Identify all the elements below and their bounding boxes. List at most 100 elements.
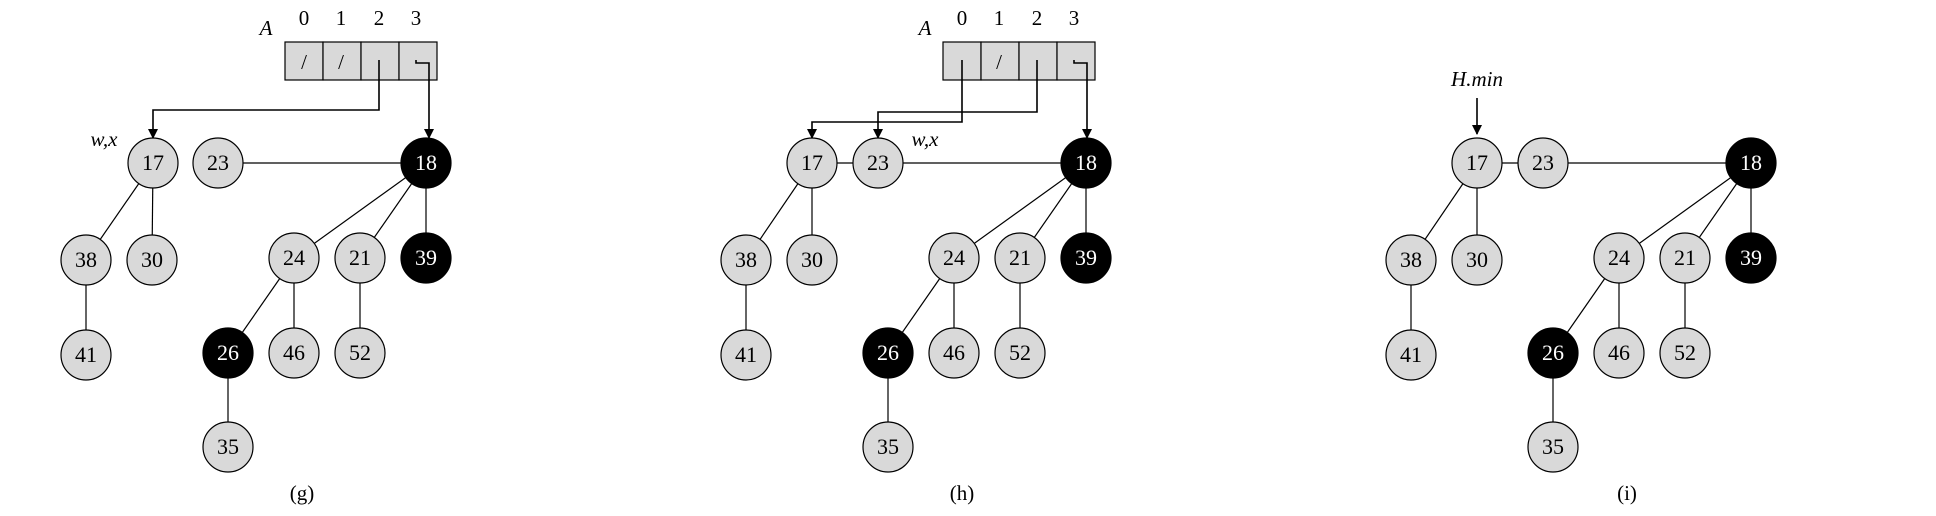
- svg-text:46: 46: [943, 340, 965, 365]
- tree-node: 52: [994, 327, 1046, 379]
- tree-node: 24: [268, 232, 320, 284]
- svg-text:38: 38: [75, 247, 97, 272]
- tree-node: 52: [1659, 327, 1711, 379]
- tree-node: 21: [1659, 232, 1711, 284]
- svg-text:21: 21: [1674, 245, 1696, 270]
- tree-node: 35: [202, 421, 254, 473]
- array-index-1: 1: [994, 6, 1005, 30]
- tree-node: 39: [400, 232, 452, 284]
- tree-node: 41: [60, 329, 112, 381]
- tree-node: 30: [786, 234, 838, 286]
- pointer-arrow-a3: [415, 60, 434, 139]
- svg-text:18: 18: [1740, 150, 1762, 175]
- svg-text:39: 39: [1075, 245, 1097, 270]
- tree-edges: [745, 162, 1087, 447]
- svg-text:21: 21: [1009, 245, 1031, 270]
- tree-node: 26: [202, 327, 254, 379]
- svg-text:24: 24: [1608, 245, 1630, 270]
- tree-node: 21: [334, 232, 386, 284]
- svg-text:38: 38: [735, 247, 757, 272]
- tree-node: 38: [60, 234, 112, 286]
- svg-text:26: 26: [217, 340, 239, 365]
- edge: [1618, 162, 1752, 259]
- tree-nodes: 17 23 18 38 30 24 21 39 41 26 46 52 35: [720, 137, 1112, 473]
- array-index-0: 0: [299, 6, 310, 30]
- tree-node: 30: [1451, 234, 1503, 286]
- svg-text:35: 35: [877, 434, 899, 459]
- tree-node: 38: [720, 234, 772, 286]
- svg-text:46: 46: [283, 340, 305, 365]
- tree-node: 46: [1593, 327, 1645, 379]
- tree-node: 17: [127, 137, 179, 189]
- svg-text:21: 21: [349, 245, 371, 270]
- svg-text:30: 30: [1466, 247, 1488, 272]
- tree-node: 39: [1725, 232, 1777, 284]
- array-A: A 0 1 2 3 /: [807, 6, 1096, 139]
- edge: [953, 162, 1087, 259]
- array-index-0: 0: [957, 6, 968, 30]
- hmin-label: H.min: [1450, 67, 1503, 91]
- tree-node: 52: [334, 327, 386, 379]
- svg-text:24: 24: [283, 245, 305, 270]
- pointer-arrow-a2: [873, 60, 1038, 139]
- tree-node: 18: [1725, 137, 1777, 189]
- array-cell-2: [1018, 41, 1058, 81]
- tree-node: 23: [852, 137, 904, 189]
- svg-text:35: 35: [217, 434, 239, 459]
- tree-node: 26: [862, 327, 914, 379]
- svg-text:41: 41: [75, 342, 97, 367]
- panel-caption: (h): [950, 481, 975, 505]
- svg-text:30: 30: [801, 247, 823, 272]
- tree-edges: [1410, 162, 1752, 447]
- tree-node: 35: [1527, 421, 1579, 473]
- svg-text:24: 24: [943, 245, 965, 270]
- tree-node: 17: [786, 137, 838, 189]
- array-A: A 0 1 2 3 / /: [148, 6, 438, 139]
- svg-text:18: 18: [1075, 150, 1097, 175]
- tree-node: 17: [1451, 137, 1503, 189]
- array-cell-0-value: /: [301, 50, 307, 74]
- tree-node: 18: [1060, 137, 1112, 189]
- edge: [293, 162, 427, 259]
- tree-node: 18: [400, 137, 452, 189]
- tree-edges: [85, 162, 427, 447]
- array-cell-1: [980, 41, 1020, 81]
- svg-text:23: 23: [207, 150, 229, 175]
- tree-node: 24: [1593, 232, 1645, 284]
- svg-text:39: 39: [1740, 245, 1762, 270]
- tree-node: 23: [192, 137, 244, 189]
- array-cell-2: [360, 41, 400, 81]
- panel-g: A 0 1 2 3 / / w,x: [60, 6, 452, 505]
- panel-i: H.min 17 23 18 38 30 24 21 39 41 26: [1385, 67, 1777, 505]
- svg-text:18: 18: [415, 150, 437, 175]
- svg-text:41: 41: [735, 342, 757, 367]
- svg-text:26: 26: [877, 340, 899, 365]
- array-name: A: [917, 16, 932, 40]
- tree-node: 26: [1527, 327, 1579, 379]
- svg-text:39: 39: [415, 245, 437, 270]
- tree-node: 24: [928, 232, 980, 284]
- svg-text:17: 17: [142, 150, 164, 175]
- tree-node: 21: [994, 232, 1046, 284]
- tree-nodes: 17 23 18 38 30 24 21 39 41 26 46 52 35: [60, 137, 452, 473]
- tree-node: 41: [1385, 329, 1437, 381]
- tree-node: 39: [1060, 232, 1112, 284]
- array-cell-3: [398, 41, 438, 81]
- array-cell-1-value: /: [338, 50, 344, 74]
- root-label-wx: w,x: [911, 127, 939, 151]
- svg-text:17: 17: [801, 150, 823, 175]
- svg-text:23: 23: [1532, 150, 1554, 175]
- array-index-3: 3: [411, 6, 422, 30]
- svg-text:41: 41: [1400, 342, 1422, 367]
- tree-node: 41: [720, 329, 772, 381]
- svg-text:46: 46: [1608, 340, 1630, 365]
- panel-h: A 0 1 2 3 / w,x: [720, 6, 1112, 505]
- svg-text:35: 35: [1542, 434, 1564, 459]
- tree-node: 46: [268, 327, 320, 379]
- svg-text:17: 17: [1466, 150, 1488, 175]
- svg-text:26: 26: [1542, 340, 1564, 365]
- array-cell-3: [1056, 41, 1096, 81]
- svg-text:52: 52: [1674, 340, 1696, 365]
- array-name: A: [258, 16, 273, 40]
